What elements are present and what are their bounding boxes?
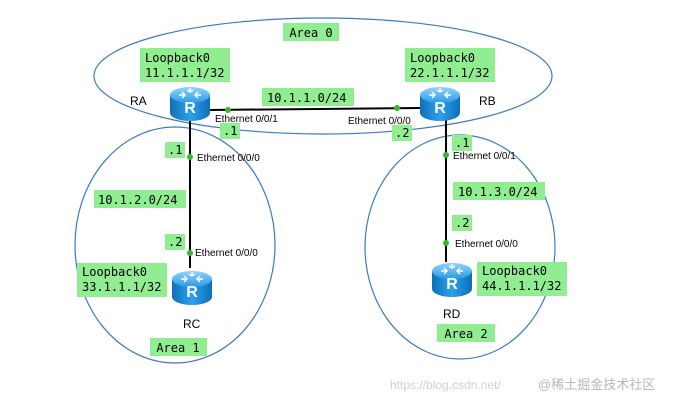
port-dot-rb-e000 — [394, 105, 400, 111]
router-rc-glyph: R — [186, 284, 198, 301]
router-rc[interactable]: R — [171, 270, 213, 306]
area-1-label-bg — [150, 338, 207, 356]
rc-loopback-label: Loopback0 — [82, 265, 147, 279]
ra-rc-link-ra-host: .1 — [168, 143, 182, 157]
rb-e000-label: Ethernet 0/0/0 — [348, 116, 411, 127]
router-rb-name: RB — [479, 94, 496, 108]
port-dot-ra-e001 — [225, 107, 231, 113]
rb-loopback-bg — [405, 48, 495, 82]
router-rd[interactable]: R — [431, 262, 473, 298]
area-0-label-bg — [283, 23, 339, 41]
ra-loopback-ip: 11.1.1.1/32 — [145, 66, 224, 80]
rb-e001-label: Ethernet 0/0/1 — [453, 151, 516, 162]
ra-rb-link-rb-host-bg — [392, 125, 412, 141]
port-dot-ra-e000 — [187, 154, 193, 160]
watermark-url: https://blog.csdn.net/ — [390, 378, 501, 392]
link-ra-rb — [207, 107, 421, 111]
rd-loopback-bg — [477, 262, 567, 296]
net-rb-rd-label: 10.1.3.0/24 — [458, 185, 537, 199]
router-rb-glyph: R — [434, 100, 446, 117]
net-ra-rc-bg — [94, 190, 186, 208]
rb-loopback-ip: 22.1.1.1/32 — [410, 66, 489, 80]
ra-e001-label: Ethernet 0/0/1 — [215, 114, 278, 125]
ra-loopback-label: Loopback0 — [145, 51, 210, 65]
rc-e000-label: Ethernet 0/0/0 — [195, 248, 258, 259]
ra-rc-link-ra-host-bg — [165, 142, 185, 158]
rb-rd-link-rd-host: .2 — [455, 216, 469, 230]
rc-loopback-bg — [77, 263, 167, 297]
router-rd-name: RD — [443, 307, 461, 321]
port-dot-rd-e000 — [443, 240, 449, 246]
router-rc-name: RC — [183, 317, 201, 331]
port-dot-rb-e001 — [443, 152, 449, 158]
area-1-label: Area 1 — [156, 341, 199, 355]
net-ra-rb-bg — [262, 88, 354, 106]
rc-loopback-ip: 33.1.1.1/32 — [82, 280, 161, 294]
rb-loopback-label: Loopback0 — [410, 51, 475, 65]
area-0-boundary — [93, 17, 553, 135]
ra-rb-link-ra-host-bg — [220, 123, 240, 139]
rd-loopback-label: Loopback0 — [482, 264, 547, 278]
router-rd-glyph: R — [446, 276, 458, 293]
area-2-label: Area 2 — [444, 327, 487, 341]
net-rb-rd-bg — [453, 182, 545, 200]
ra-rc-link-rc-host: .2 — [168, 235, 182, 249]
net-ra-rc-label: 10.1.2.0/24 — [98, 193, 177, 207]
rb-rd-link-rd-host-bg — [452, 215, 472, 231]
ra-loopback-bg — [140, 48, 230, 82]
port-dot-rc-e000 — [187, 250, 193, 256]
router-ra-name: RA — [130, 94, 147, 108]
ra-rc-link-rc-host-bg — [165, 234, 185, 250]
router-ra-glyph: R — [184, 100, 196, 117]
rb-rd-link-rb-host: .1 — [455, 136, 469, 150]
area-1-boundary — [74, 126, 276, 364]
rb-rd-link-rb-host-bg — [452, 135, 472, 151]
watermark-brand: @稀土掘金技术社区 — [538, 377, 655, 392]
rd-loopback-ip: 44.1.1.1/32 — [482, 279, 561, 293]
net-ra-rb-label: 10.1.1.0/24 — [267, 91, 346, 105]
ra-e000-label: Ethernet 0/0/0 — [197, 153, 260, 164]
router-ra[interactable]: R — [169, 86, 211, 122]
ra-rb-link-ra-host: .1 — [223, 124, 237, 138]
ra-rb-link-rb-host: .2 — [395, 126, 409, 140]
router-rb[interactable]: R — [419, 86, 461, 122]
area-0-label: Area 0 — [289, 26, 332, 40]
rd-e000-label: Ethernet 0/0/0 — [455, 239, 518, 250]
area-2-label-bg — [437, 324, 495, 342]
